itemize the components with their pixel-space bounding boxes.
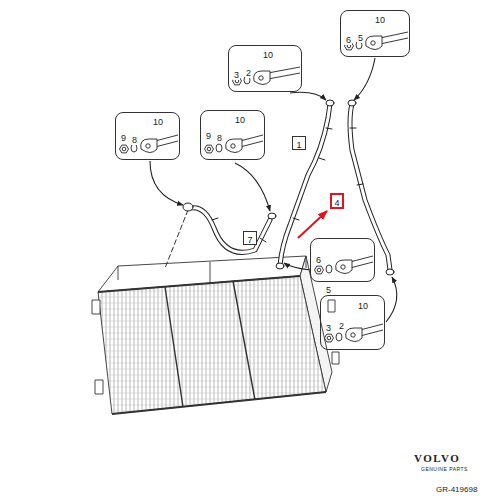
callout-number: 7 — [247, 235, 252, 245]
detail-inset: 10 32 — [228, 45, 302, 92]
callout-number: 5 — [325, 285, 332, 295]
callout-number: 8 — [216, 133, 223, 143]
callout-number: 2 — [245, 68, 252, 78]
callout-box: 7 — [243, 231, 257, 245]
callout-number: 10 — [374, 15, 386, 25]
callout-number: 1 — [296, 140, 301, 150]
brand-mark: VOLVO — [414, 452, 460, 464]
callout-number: 10 — [357, 301, 369, 311]
pipes — [165, 100, 394, 275]
detail-inset: 10 32 — [320, 295, 385, 350]
detail-inset: 10 98 — [115, 112, 180, 160]
detail-inset: 10 98 — [200, 110, 265, 160]
callout-number: 10 — [262, 50, 274, 60]
callout-number: 5 — [357, 33, 364, 43]
callout-box: 4 — [330, 193, 344, 209]
callout-number: 9 — [205, 131, 212, 141]
detail-inset: 10 65 — [340, 10, 410, 57]
callout-number: 3 — [233, 70, 240, 80]
callout-number: 6 — [315, 255, 322, 265]
callout-number: 8 — [131, 135, 138, 145]
condenser — [92, 256, 339, 414]
brand-mark: GENUINE PARTS — [421, 466, 468, 472]
callout-number: 3 — [325, 323, 332, 333]
leader-arrows — [150, 58, 397, 322]
callout-number: 6 — [345, 35, 352, 45]
detail-inset: 65 — [310, 238, 375, 282]
callout-number: 10 — [234, 115, 246, 125]
callout-number: 2 — [338, 321, 345, 331]
callout-box: 1 — [292, 136, 306, 150]
callout-number: 10 — [152, 117, 164, 127]
callout-number: 4 — [334, 198, 339, 208]
drawing-number: GR-419698 — [436, 485, 477, 494]
callout-number: 9 — [120, 133, 127, 143]
highlight-arrow — [298, 211, 327, 238]
